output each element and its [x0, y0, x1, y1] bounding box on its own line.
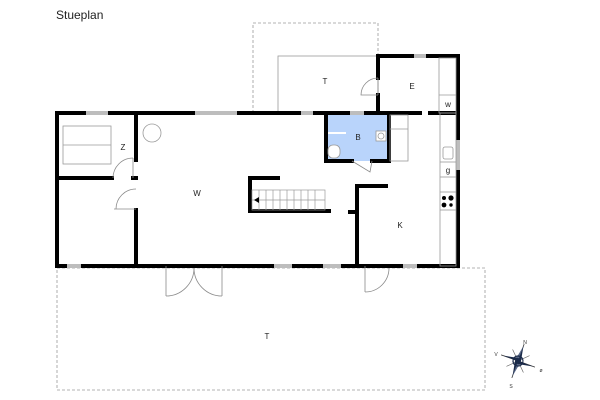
compass-south-label: S — [509, 384, 513, 390]
stair-direction-arrow-icon — [254, 197, 259, 203]
room-label-fridge: g — [446, 166, 450, 175]
floor-plan-title: Stueplan — [56, 8, 104, 22]
room-label-wc-closet: w — [444, 100, 451, 109]
compass-east-label: ø — [539, 368, 542, 374]
compass-rose-icon — [500, 343, 536, 379]
compass-north-label: N — [523, 340, 527, 346]
staircase — [251, 189, 326, 211]
room-label-terrace-top: T — [323, 77, 328, 86]
room-label-bathroom: B — [355, 133, 360, 142]
room-label-kitchen: K — [397, 221, 403, 230]
compass-west-label: V — [494, 352, 498, 358]
fixtures — [62, 57, 457, 267]
terrace-bottom-outline — [56, 267, 486, 391]
room-label-terrace-bottom: T — [265, 332, 270, 341]
room-label-living: W — [193, 189, 201, 198]
windows — [67, 54, 460, 268]
terrace-top-outline — [252, 22, 379, 114]
doors — [112, 77, 390, 297]
stove-icon — [441, 195, 454, 208]
room-label-bedroom: Z — [121, 143, 126, 152]
room-label-entrance: E — [409, 82, 414, 91]
